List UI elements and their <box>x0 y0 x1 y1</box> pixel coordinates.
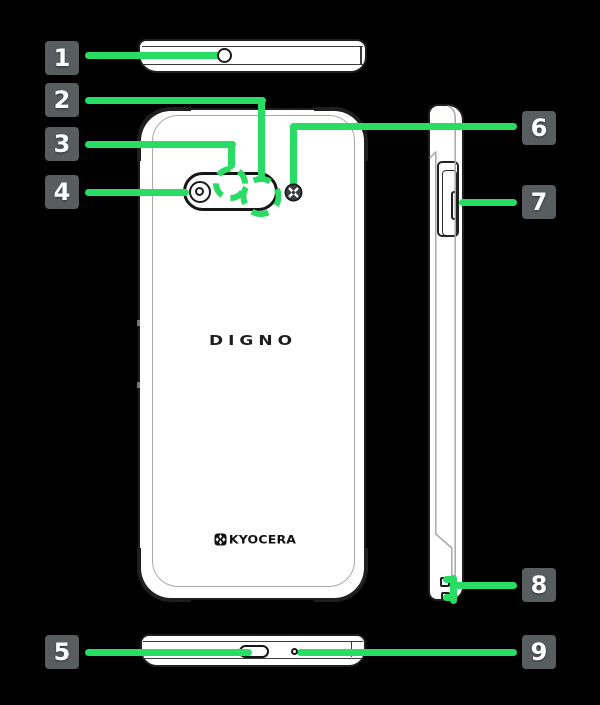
callout-line-8-arm-bottom <box>443 594 457 601</box>
callout-line-9 <box>297 649 517 656</box>
callout-line-5 <box>85 649 252 656</box>
dashed-mark-area-large <box>240 176 282 217</box>
mobile-light <box>284 183 303 202</box>
bottom-edge-line-upper <box>143 640 363 642</box>
callout-line-2-h <box>85 97 266 104</box>
callout-line-7 <box>459 199 517 206</box>
callout-line-6-v <box>290 123 297 187</box>
headset-jack <box>216 48 232 63</box>
edge-key-tick-lower <box>136 382 140 388</box>
callout-label-2: 2 <box>45 83 79 117</box>
callout-label-7: 7 <box>522 185 556 219</box>
dashed-mark-area-small <box>213 166 248 201</box>
camera-lens-inner <box>195 187 204 196</box>
callout-label-1: 1 <box>45 41 79 75</box>
callout-label-8: 8 <box>522 568 556 602</box>
callout-line-8-v <box>449 574 457 604</box>
callout-line-3-h <box>85 141 236 148</box>
bottom-edge-line-lower <box>143 657 363 659</box>
callout-line-6-h <box>290 123 517 130</box>
kyocera-logo-row: KYOCERA <box>203 532 307 547</box>
kyocera-mark-icon <box>214 533 227 546</box>
callout-label-6: 6 <box>522 111 556 145</box>
callout-line-8-h <box>453 582 517 589</box>
microphone-hole <box>291 648 298 655</box>
callout-label-5: 5 <box>45 635 79 669</box>
callout-line-1 <box>85 52 222 59</box>
callout-line-4 <box>85 189 189 196</box>
callout-label-9: 9 <box>522 635 556 669</box>
edge-key-tick-upper <box>136 320 140 326</box>
callout-label-4: 4 <box>45 175 79 209</box>
digno-logo: DIGNO <box>208 333 298 349</box>
top-edge-line-lower <box>142 63 363 65</box>
callout-label-3: 3 <box>45 127 79 161</box>
top-edge-line-upper <box>142 45 363 47</box>
callout-line-8-arm-top <box>443 576 457 583</box>
callout-line-2-v <box>258 97 265 178</box>
top-edge-antenna-tick <box>360 45 362 65</box>
callout-line-3-v <box>228 141 235 169</box>
back-cover-seam <box>152 115 355 587</box>
kyocera-logo-text: KYOCERA <box>228 532 297 547</box>
